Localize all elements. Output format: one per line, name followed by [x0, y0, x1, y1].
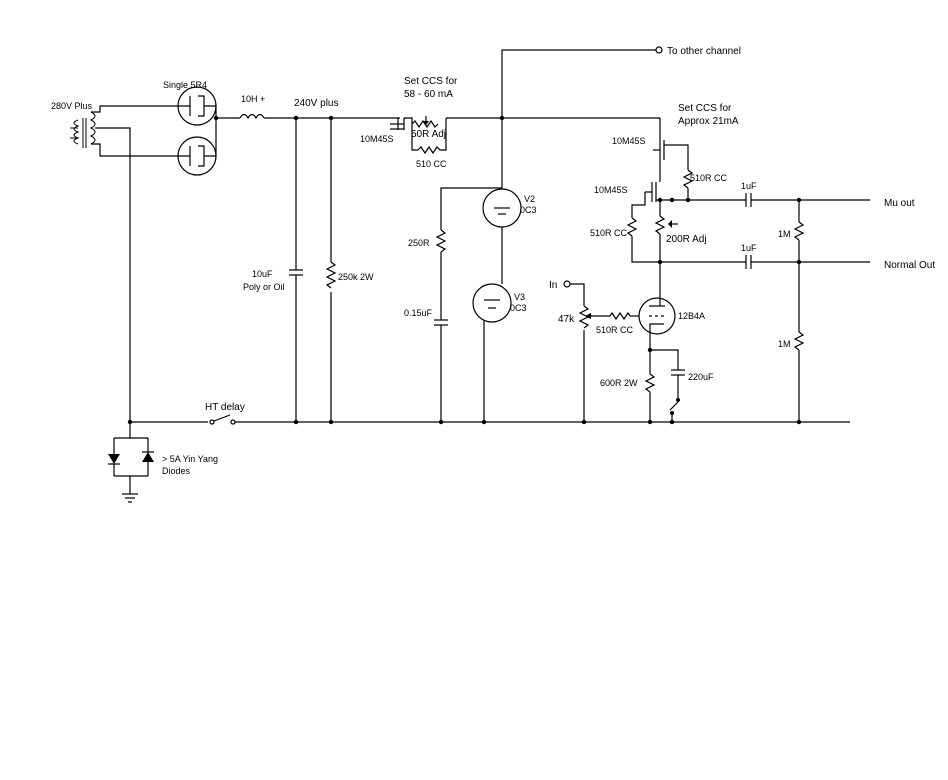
label-v3: V3: [514, 292, 525, 302]
label-250r: 250R: [408, 238, 430, 248]
label-510rcc-c: 510R CC: [590, 228, 628, 238]
mosfet-10m45s-a: [390, 118, 405, 130]
diode-yin-yang-b: [142, 438, 154, 476]
label-10m45s-c: 10M45S: [594, 185, 628, 195]
label-510cc-a: 510 CC: [416, 159, 447, 169]
label-220uf: 220uF: [688, 372, 714, 382]
label-set-ccs-21: Set CCS for: [678, 103, 732, 114]
label-600r-2w: 600R 2W: [600, 378, 638, 388]
label-ht-delay: HT delay: [205, 402, 245, 413]
label-12b4a: 12B4A: [678, 311, 705, 321]
label-10m45s-b: 10M45S: [612, 136, 646, 146]
resistor-250k: [325, 261, 337, 289]
resistor-510rcc-c: [626, 217, 638, 237]
regulator-tube-v3: [472, 283, 512, 323]
label-50r-adj: 50R Adj: [411, 129, 446, 140]
label-diodes: Diodes: [162, 466, 191, 476]
label-input-in: In: [549, 280, 557, 291]
resistor-1m-a: [793, 221, 805, 241]
wire-hv-top: [91, 105, 190, 113]
wire-rect-a: [204, 105, 217, 118]
mosfet-10m45s-c: [645, 182, 657, 202]
ht-delay-switch: [209, 414, 236, 425]
label-280v-plus: 280V Plus: [51, 101, 93, 111]
mosfet-10m45s-b: [653, 140, 672, 160]
diode-yin-yang-a: [108, 438, 120, 476]
label-approx-21ma: Approx 21mA: [678, 116, 739, 127]
resistor-1m-b: [793, 331, 805, 351]
label-single-5r4: Single 5R4: [163, 80, 207, 90]
label-1uf-a: 1uF: [741, 181, 757, 191]
resistor-600r: [644, 373, 656, 393]
label-510rcc-grid: 510R CC: [596, 325, 634, 335]
label-normal-out: Normal Out: [884, 260, 935, 271]
label-510rcc-b: 510R CC: [690, 173, 728, 183]
label-5a-yin-yang: > 5A Yin Yang: [162, 454, 218, 464]
label-to-other-channel: To other channel: [667, 46, 741, 57]
label-mu-out: Mu out: [884, 198, 915, 209]
wire-ct-ground: [95, 127, 131, 420]
label-015uf: 0.15uF: [404, 308, 433, 318]
chassis-ground-icon: [122, 493, 138, 503]
label-v2: V2: [524, 194, 535, 204]
label-47k: 47k: [558, 314, 575, 325]
label-poly-or-oil: Poly or Oil: [243, 282, 285, 292]
label-set-ccs-58: Set CCS for: [404, 76, 458, 87]
label-240v-plus: 240V plus: [294, 98, 338, 109]
label-v3-0c3: 0C3: [510, 303, 527, 313]
resistor-510cc-a: [417, 145, 441, 155]
label-1uf-b: 1uF: [741, 243, 757, 253]
resistor-50r-adj: [411, 119, 439, 129]
potentiometer-47k: [578, 305, 590, 329]
wire-hv-bottom: [91, 143, 190, 157]
power-transformer: [70, 111, 96, 148]
resistor-200r-adj: [654, 215, 666, 235]
wire-rect-b: [204, 118, 217, 157]
choke-10h: [239, 113, 265, 120]
label-58-60ma: 58 - 60 mA: [404, 89, 453, 100]
resistor-250r: [435, 229, 447, 253]
label-10m45s-a: 10M45S: [360, 134, 394, 144]
resistor-510rcc-grid: [609, 311, 631, 321]
tube-12b4a: [638, 297, 676, 335]
label-v2-0c3: 0C3: [520, 205, 537, 215]
label-choke-10h: 10H +: [241, 94, 265, 104]
resistor-510rcc-b: [682, 169, 694, 189]
label-10uf: 10uF: [252, 269, 273, 279]
label-200r-adj: 200R Adj: [666, 234, 707, 245]
regulator-tube-v2: [482, 188, 522, 228]
label-1m-a: 1M: [778, 229, 791, 239]
label-250k-2w: 250k 2W: [338, 272, 374, 282]
label-1m-b: 1M: [778, 339, 791, 349]
wire-to-other-channel: [501, 49, 656, 118]
